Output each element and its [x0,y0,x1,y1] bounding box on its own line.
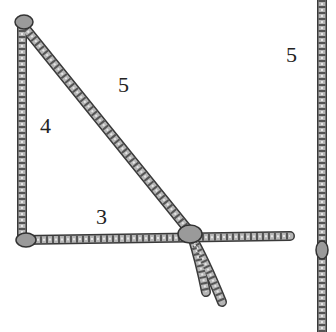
length-label: 5 [118,74,129,96]
length-label: 5 [286,44,297,66]
length-label: 4 [40,115,51,137]
length-label: 3 [96,206,107,228]
